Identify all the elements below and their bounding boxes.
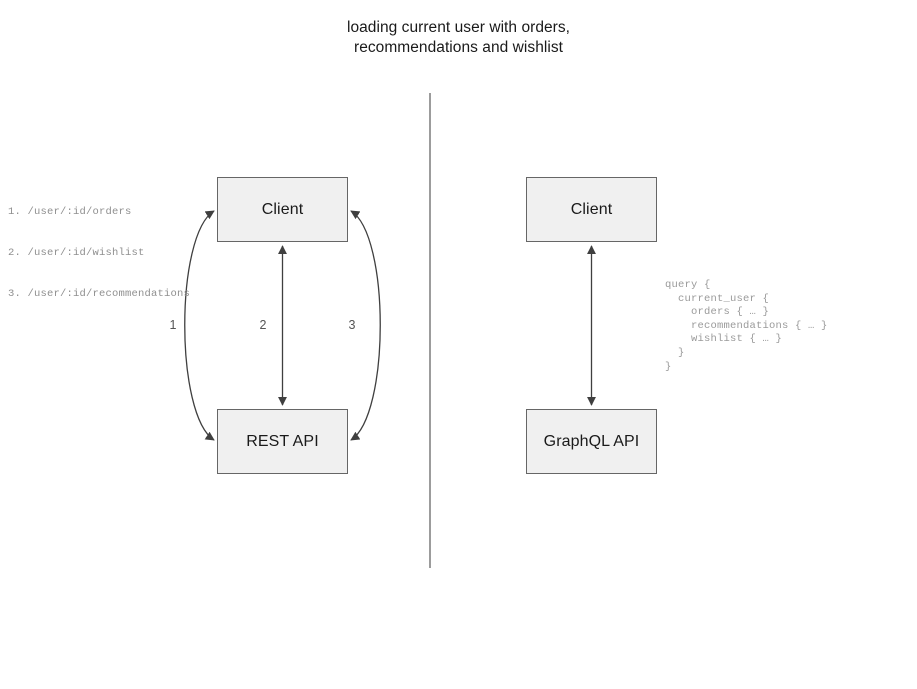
endpoint-item: 1. /user/:id/orders (8, 206, 132, 219)
endpoint-item: 2. /user/:id/wishlist (8, 246, 145, 259)
edge-1-path (184, 210, 215, 441)
edge-label-1: 1 (169, 318, 177, 332)
rest-endpoint-list: 1. /user/:id/orders 2. /user/:id/wishlis… (8, 179, 190, 315)
node-label: Client (261, 200, 304, 218)
edge-3-path (350, 210, 381, 441)
node-graphql-api[interactable]: GraphQL API (526, 409, 657, 474)
node-label: Client (570, 200, 613, 218)
node-rest-client[interactable]: Client (217, 177, 348, 242)
edge-label-3: 3 (348, 318, 356, 332)
graphql-query-block: query { current_user { orders { … } reco… (665, 279, 828, 373)
node-graphql-client[interactable]: Client (526, 177, 657, 242)
node-label: GraphQL API (543, 432, 640, 450)
endpoint-item: 3. /user/:id/recommendations (8, 287, 191, 300)
edge-label-2: 2 (259, 318, 267, 332)
node-label: REST API (246, 432, 319, 450)
page-title: loading current user with orders, recomm… (346, 19, 571, 56)
node-rest-api[interactable]: REST API (217, 409, 348, 474)
